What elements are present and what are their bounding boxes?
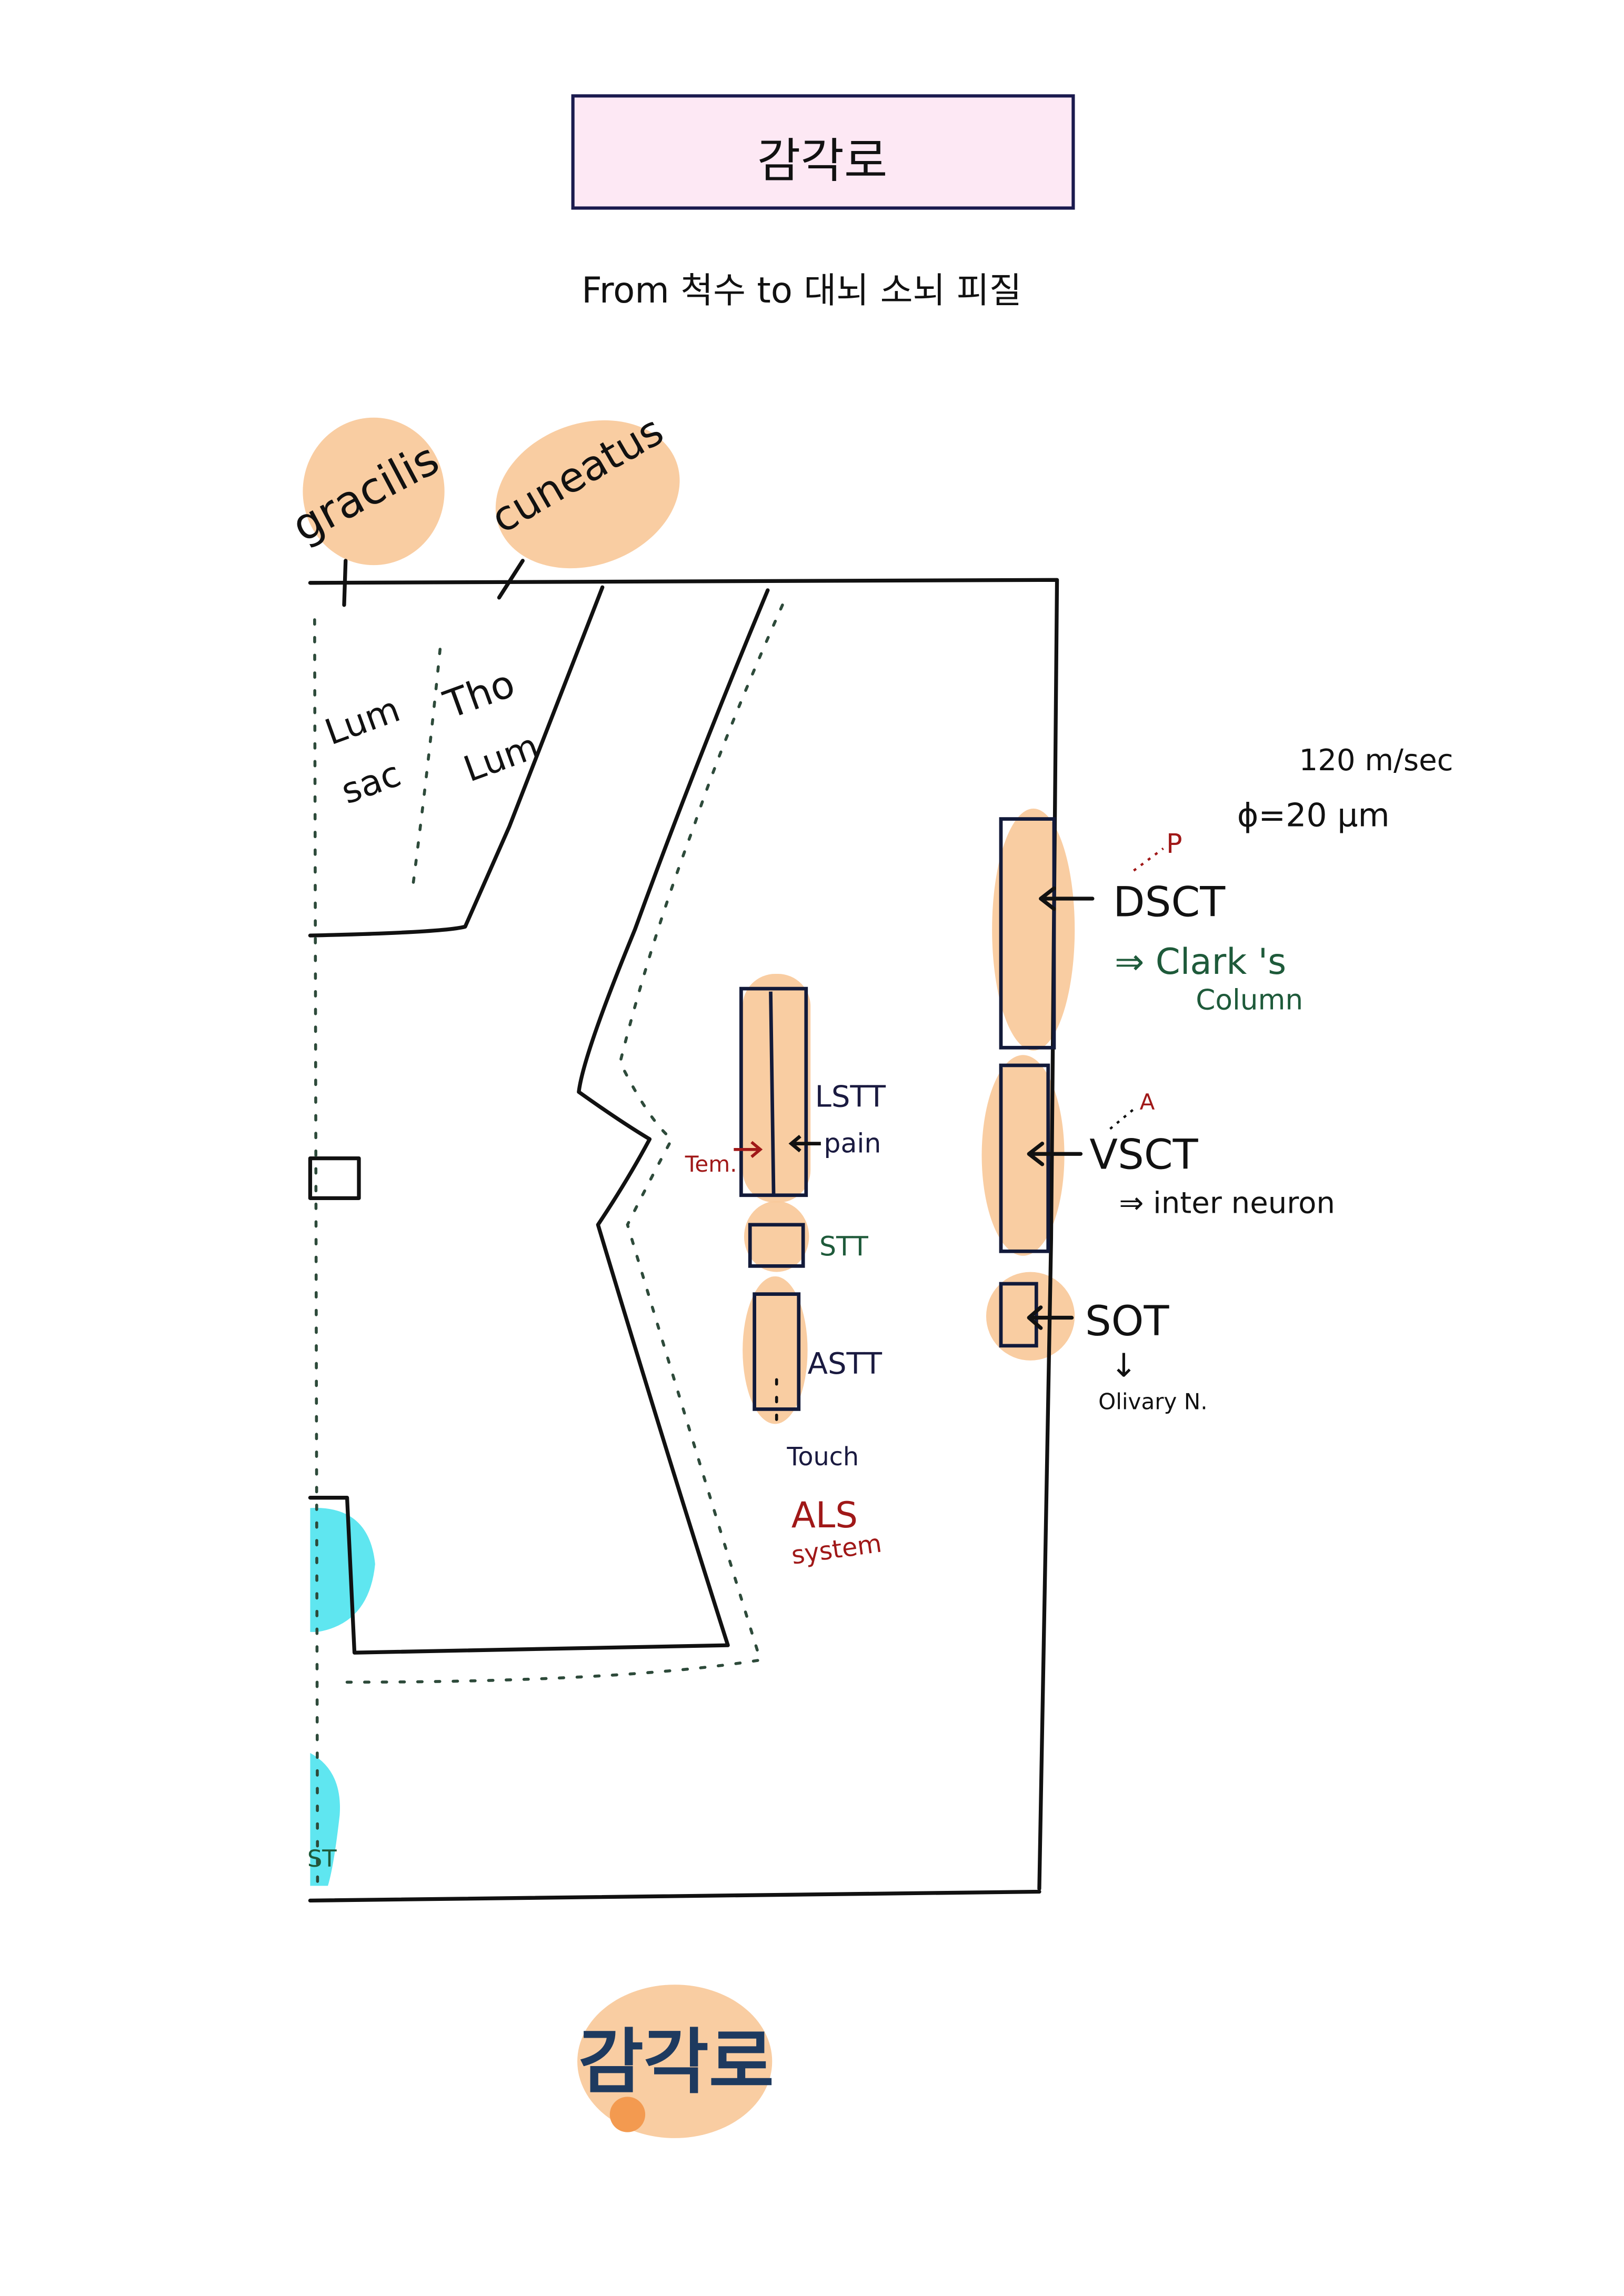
clipped-tract-label: ST	[307, 1845, 337, 1872]
astt-label: ASTT	[808, 1347, 883, 1381]
stt-box	[748, 1223, 805, 1268]
dsct-arrow	[1039, 886, 1095, 911]
pain-label: pain	[824, 1127, 881, 1159]
cuneatus-level-tho: Tho	[438, 661, 520, 728]
vsct-arrow	[1027, 1141, 1083, 1166]
dsct-marker-line	[1133, 847, 1164, 872]
astt-highlight	[743, 1276, 808, 1424]
astt-box	[753, 1292, 801, 1411]
sot-target: Olivary N.	[1098, 1388, 1207, 1414]
dsct-marker: P	[1166, 828, 1182, 859]
cuneatus-highlight	[495, 420, 680, 569]
dsct-label: DSCT	[1113, 878, 1226, 927]
spinal-cord-outline	[308, 578, 1059, 1903]
temperature-label: Tem.	[685, 1151, 737, 1177]
page-title: 감각로	[757, 134, 888, 189]
gracilis-highlight	[303, 417, 445, 566]
dorsal-column-septum	[410, 648, 442, 894]
lstt-highlight	[743, 974, 811, 1203]
footer-title: 감각로	[578, 2021, 774, 2103]
footer-title-group: 감각로	[577, 1985, 774, 2138]
dsct-highlight	[992, 808, 1075, 1051]
vsct-marker: A	[1140, 1089, 1155, 1115]
cuneatus-pointer	[497, 559, 525, 600]
gracilis-level-lum: Lum	[319, 689, 405, 753]
central-notch	[308, 1156, 361, 1201]
temp-arrow	[734, 1141, 763, 1158]
dsct-origin-line1: ⇒ Clark 's	[1115, 941, 1286, 982]
dorsal-column-boundary	[308, 585, 605, 938]
cyan-highlight-lower	[310, 1753, 340, 1886]
gracilis-pointer	[342, 559, 348, 607]
fiber-diameter: ϕ=20 μm	[1237, 797, 1390, 834]
vsct-box	[999, 1063, 1050, 1253]
sot-box	[999, 1282, 1038, 1348]
gracilis-level-sac: sac	[336, 753, 406, 812]
dsct-origin-line2: Column	[1196, 983, 1303, 1016]
dsct-box	[999, 817, 1056, 1050]
lstt-label: LSTT	[815, 1080, 886, 1114]
cuneatus-level-lum: Lum	[458, 726, 544, 790]
sot-arrow: ↓	[1110, 1347, 1138, 1385]
pain-arrow	[788, 1134, 821, 1153]
cyan-highlight-upper	[310, 1508, 375, 1632]
sot-label: SOT	[1085, 1297, 1170, 1345]
gray-matter-dashed-border	[345, 603, 784, 1684]
stt-label: STT	[819, 1231, 868, 1262]
midline-dashed	[313, 618, 319, 1890]
sot-arrow	[1027, 1305, 1074, 1330]
title-box: 감각로	[571, 94, 1075, 210]
conduction-velocity: 120 m/sec	[1299, 743, 1453, 778]
als-label: ALS	[791, 1495, 858, 1536]
lstt-divider	[769, 991, 776, 1195]
footer-dot	[609, 2097, 646, 2132]
stt-highlight	[744, 1201, 809, 1272]
vsct-marker-line	[1109, 1105, 1138, 1130]
vsct-label: VSCT	[1089, 1130, 1198, 1179]
gray-matter-outline	[308, 588, 770, 1655]
touch-label: Touch	[786, 1443, 859, 1472]
vsct-origin: ⇒ inter neuron	[1119, 1186, 1335, 1220]
page-subtitle: From 척수 to 대뇌 소뇌 피질	[582, 270, 1022, 311]
